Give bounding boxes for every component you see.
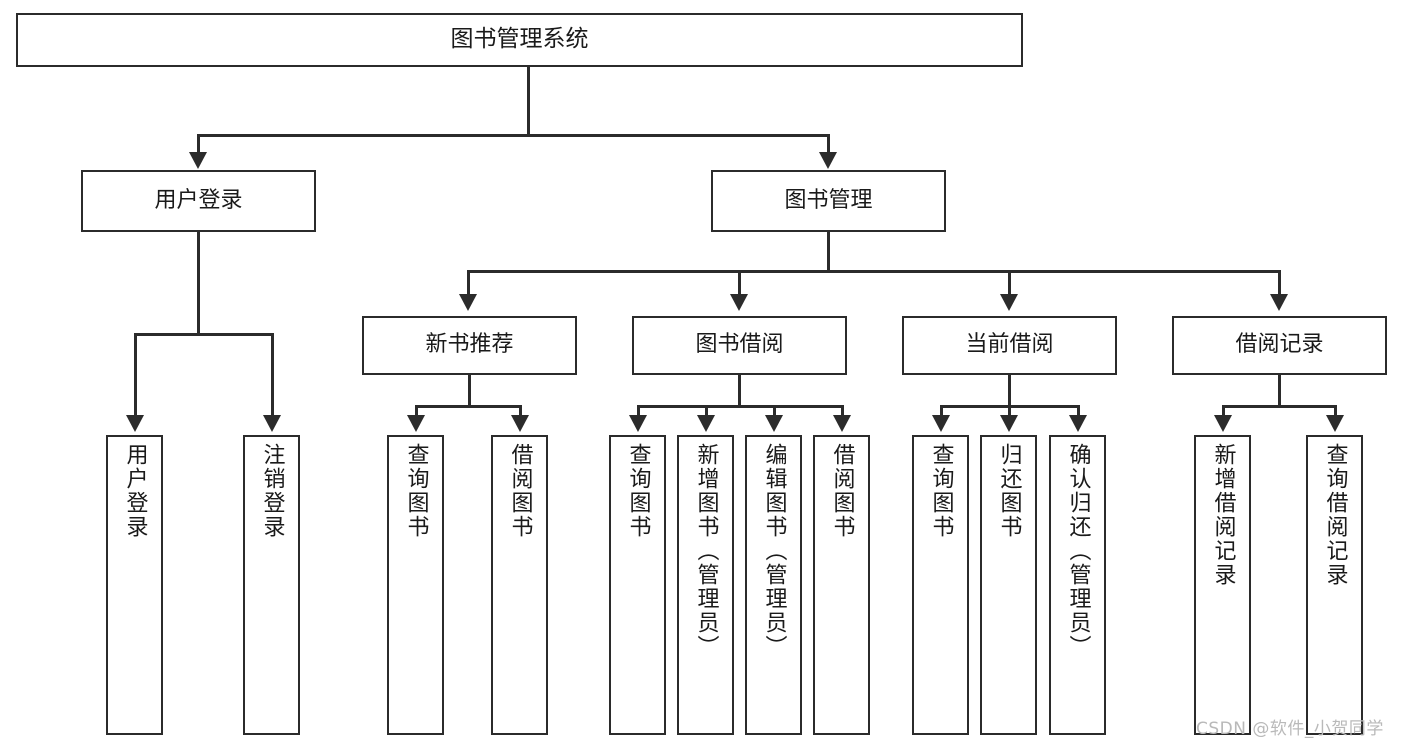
connector-root-drop-1 — [197, 134, 200, 153]
connector-bb-drop-4 — [841, 405, 844, 417]
leaf-user-login-label: 用户登录 — [122, 443, 148, 539]
arrow-to-leaf-return-book — [1000, 415, 1018, 432]
connector-br-bar — [1223, 405, 1336, 408]
leaf-query-book-rec[interactable]: 查询图书 — [387, 435, 444, 735]
connector-bm-drop-2 — [738, 270, 741, 296]
leaf-borrow-book-rec-label: 借阅图书 — [507, 443, 533, 539]
leaf-add-borrow-record-label: 新增借阅记录 — [1210, 443, 1236, 587]
connector-root-bar — [197, 134, 830, 137]
leaf-query-book-borrow-label: 查询图书 — [625, 443, 651, 539]
node-user-login-label: 用户登录 — [154, 187, 243, 213]
connector-user-login-drop-1 — [134, 333, 137, 417]
arrow-to-new-book-rec — [459, 294, 477, 311]
leaf-query-book-current-label: 查询图书 — [928, 443, 954, 539]
node-book-borrow[interactable]: 图书借阅 — [632, 316, 847, 375]
node-root-system[interactable]: 图书管理系统 — [16, 13, 1023, 67]
connector-nbr-stem — [468, 375, 471, 407]
node-new-book-recommend-label: 新书推荐 — [425, 332, 514, 358]
leaf-query-book-current[interactable]: 查询图书 — [912, 435, 969, 735]
arrow-to-leaf-add-book — [697, 415, 715, 432]
leaf-borrow-book[interactable]: 借阅图书 — [813, 435, 870, 735]
connector-bb-bar — [638, 405, 843, 408]
connector-bb-drop-1 — [637, 405, 640, 417]
arrow-to-leaf-query-book-1 — [407, 415, 425, 432]
connector-bm-drop-1 — [467, 270, 470, 296]
arrow-to-borrow-record — [1270, 294, 1288, 311]
connector-bb-stem — [738, 375, 741, 407]
arrow-to-current-borrow — [1000, 294, 1018, 311]
arrow-to-book-borrow — [730, 294, 748, 311]
connector-user-login-drop-2 — [271, 333, 274, 417]
connector-nbr-bar — [416, 405, 521, 408]
connector-nbr-drop-2 — [519, 405, 522, 417]
arrow-to-leaf-confirm-return — [1069, 415, 1087, 432]
connector-bm-drop-3 — [1008, 270, 1011, 296]
leaf-logout-label: 注销登录 — [259, 443, 285, 539]
leaf-borrow-book-rec[interactable]: 借阅图书 — [491, 435, 548, 735]
connector-bb-drop-3 — [773, 405, 776, 417]
connector-br-stem — [1278, 375, 1281, 407]
leaf-query-book-borrow[interactable]: 查询图书 — [609, 435, 666, 735]
leaf-return-book[interactable]: 归还图书 — [980, 435, 1037, 735]
arrow-to-leaf-logout — [263, 415, 281, 432]
arrow-to-user-login — [189, 152, 207, 169]
connector-root-drop-2 — [827, 134, 830, 153]
connector-user-login-stem — [197, 232, 200, 336]
connector-user-login-bar — [135, 333, 272, 336]
leaf-add-book-admin[interactable]: 新增图书（管理员） — [677, 435, 734, 735]
connector-cb-drop-1 — [940, 405, 943, 417]
leaf-edit-book-admin-label: 编辑图书（管理员） — [761, 443, 787, 659]
connector-cb-stem — [1008, 375, 1011, 407]
node-book-management[interactable]: 图书管理 — [711, 170, 946, 232]
arrow-to-leaf-borrow-book-1 — [511, 415, 529, 432]
connector-book-management-stem — [827, 232, 830, 272]
node-book-management-label: 图书管理 — [784, 187, 873, 213]
node-current-borrow[interactable]: 当前借阅 — [902, 316, 1117, 375]
leaf-return-book-label: 归还图书 — [996, 443, 1022, 539]
connector-nbr-drop-1 — [415, 405, 418, 417]
node-borrow-record[interactable]: 借阅记录 — [1172, 316, 1387, 375]
node-book-borrow-label: 图书借阅 — [695, 332, 784, 358]
arrow-to-leaf-query-record — [1326, 415, 1344, 432]
connector-cb-drop-3 — [1077, 405, 1080, 417]
arrow-to-leaf-query-book-2 — [629, 415, 647, 432]
leaf-confirm-return-admin[interactable]: 确认归还（管理员） — [1049, 435, 1106, 735]
leaf-query-book-rec-label: 查询图书 — [403, 443, 429, 539]
node-borrow-record-label: 借阅记录 — [1235, 332, 1324, 358]
arrow-to-leaf-edit-book — [765, 415, 783, 432]
leaf-query-borrow-record-label: 查询借阅记录 — [1322, 443, 1348, 587]
leaf-add-book-admin-label: 新增图书（管理员） — [693, 443, 719, 659]
leaf-add-borrow-record[interactable]: 新增借阅记录 — [1194, 435, 1251, 735]
leaf-logout[interactable]: 注销登录 — [243, 435, 300, 735]
arrow-to-leaf-query-book-3 — [932, 415, 950, 432]
connector-bb-drop-2 — [705, 405, 708, 417]
connector-root-stem — [527, 67, 530, 134]
arrow-to-leaf-add-record — [1214, 415, 1232, 432]
connector-book-management-bar — [468, 270, 1280, 273]
arrow-to-leaf-borrow-book-2 — [833, 415, 851, 432]
arrow-to-book-manage — [819, 152, 837, 169]
leaf-user-login[interactable]: 用户登录 — [106, 435, 163, 735]
node-new-book-recommend[interactable]: 新书推荐 — [362, 316, 577, 375]
leaf-confirm-return-admin-label: 确认归还（管理员） — [1065, 443, 1091, 659]
connector-br-drop-1 — [1222, 405, 1225, 417]
node-current-borrow-label: 当前借阅 — [965, 332, 1054, 358]
leaf-edit-book-admin[interactable]: 编辑图书（管理员） — [745, 435, 802, 735]
connector-cb-drop-2 — [1008, 405, 1011, 417]
node-user-login[interactable]: 用户登录 — [81, 170, 316, 232]
leaf-query-borrow-record[interactable]: 查询借阅记录 — [1306, 435, 1363, 735]
leaf-borrow-book-label: 借阅图书 — [829, 443, 855, 539]
node-root-system-label: 图书管理系统 — [450, 26, 589, 53]
arrow-to-leaf-user-login — [126, 415, 144, 432]
connector-br-drop-2 — [1334, 405, 1337, 417]
connector-bm-drop-4 — [1278, 270, 1281, 296]
